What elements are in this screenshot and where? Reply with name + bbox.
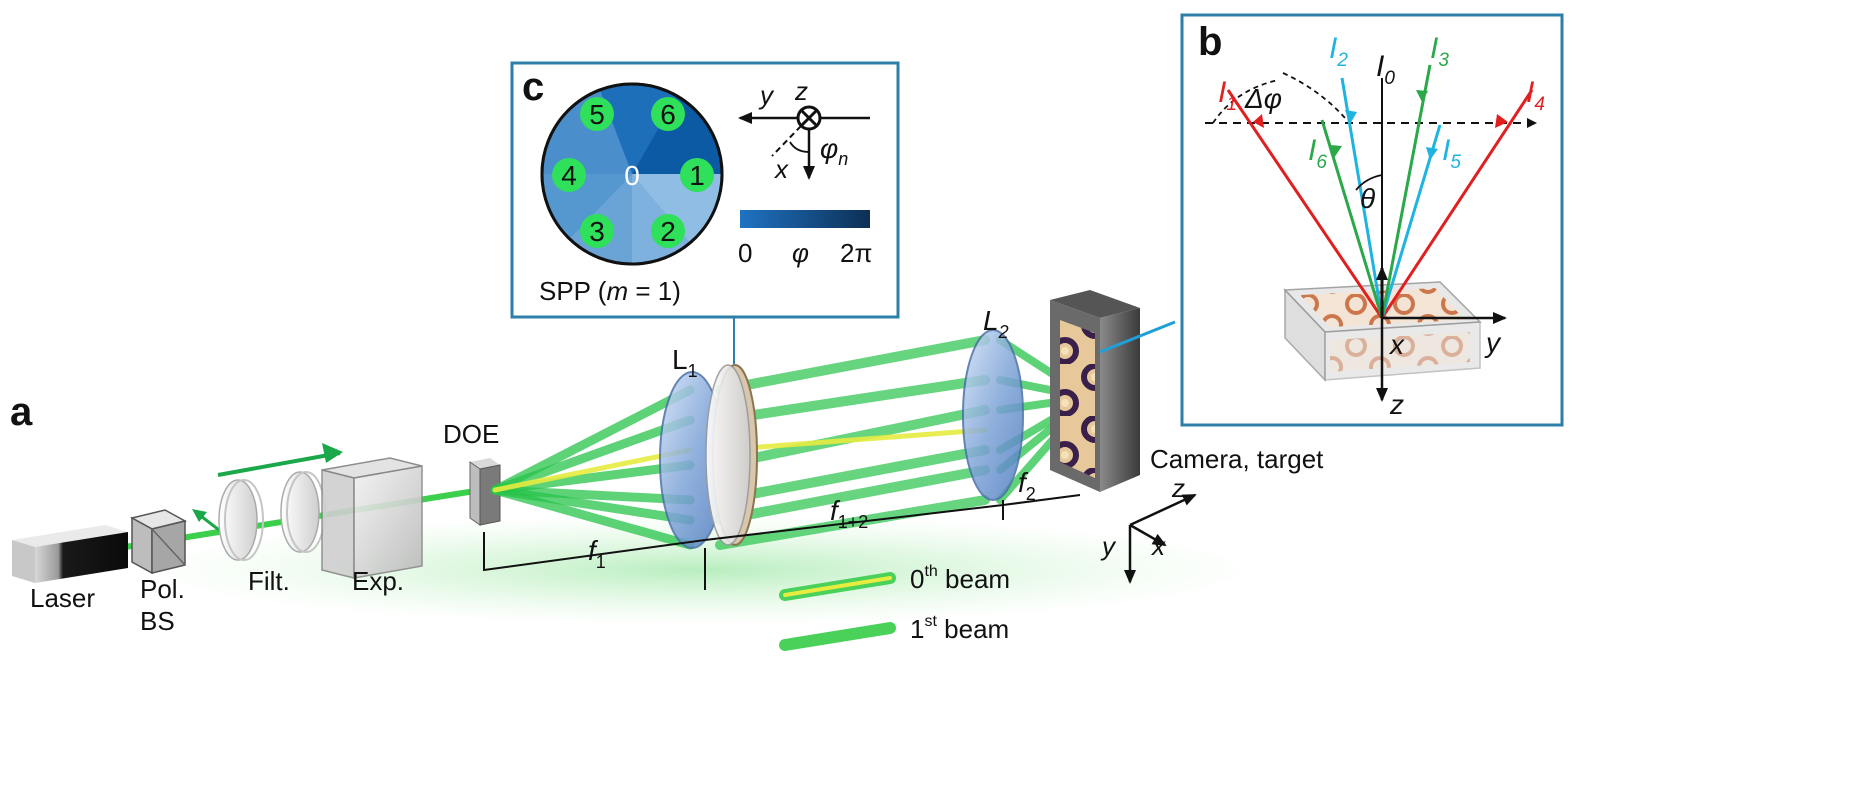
- spp-mask-disk: [705, 318, 758, 546]
- l1-label: L1: [672, 344, 698, 381]
- segment-0: 0: [624, 160, 640, 191]
- bs-label: BS: [140, 606, 175, 636]
- phase-colorbar: [740, 210, 870, 228]
- l2-label: L2: [983, 305, 1009, 342]
- camera-axis-z: z: [1171, 473, 1185, 503]
- panel-c: c 5 6 4 0 1 3 2 SPP (m = 1): [510, 61, 900, 319]
- theta-label: θ: [1360, 183, 1375, 214]
- segment-6: 6: [660, 99, 676, 130]
- camera-axes: [1124, 493, 1197, 584]
- axis-y-b: y: [1484, 327, 1502, 358]
- lens-l2: [962, 329, 1024, 520]
- pol-label: Pol.: [140, 574, 185, 604]
- panel-b: b I1 I2 I0 I3: [1180, 13, 1564, 427]
- distance-lines: [483, 494, 1081, 572]
- camera-label: Camera, target: [1150, 444, 1324, 474]
- segment-3: 3: [589, 216, 605, 247]
- camera-target: [1050, 290, 1176, 492]
- f12-label: f1+2: [830, 495, 868, 532]
- spp-mask-label: SPP (m = 1): [539, 276, 681, 306]
- f2-label: f2: [1018, 467, 1036, 504]
- filt-label: Filt.: [248, 566, 290, 596]
- doe-element: [469, 458, 501, 526]
- beam-label-i5: I5: [1442, 134, 1461, 173]
- doe-label: DOE: [443, 419, 499, 449]
- beam-label-i0: I0: [1376, 50, 1395, 89]
- legend-0th-beam: 0th beam: [910, 563, 1010, 594]
- propagation-arrow: [217, 443, 343, 477]
- exp-label: Exp.: [352, 566, 404, 596]
- axis-z-c: z: [794, 76, 808, 106]
- laser-label: Laser: [30, 583, 95, 613]
- f1-label: f1: [588, 535, 606, 572]
- segment-4: 4: [561, 160, 577, 191]
- colorbar-max: 2π: [840, 238, 872, 268]
- spp-segment-dots: [552, 97, 714, 248]
- segment-5: 5: [589, 99, 605, 130]
- beam-label-i1: I1: [1218, 76, 1237, 115]
- legend-beams: [779, 572, 896, 651]
- segment-1: 1: [689, 160, 705, 191]
- beam-label-i6: I6: [1308, 134, 1327, 173]
- camera-axis-x: x: [1150, 531, 1166, 561]
- axis-x-c: x: [773, 154, 789, 184]
- beam-expander: [321, 457, 423, 579]
- legend-1st-beam: 1st beam: [910, 613, 1009, 644]
- segment-2: 2: [660, 216, 676, 247]
- beam-label-i3: I3: [1430, 32, 1449, 71]
- axis-y-c: y: [758, 80, 775, 110]
- beam-label-i2: I2: [1329, 32, 1348, 71]
- panel-c-label: c: [522, 65, 544, 109]
- polarizing-beam-splitter: [129, 509, 188, 575]
- beam-label-i4: I4: [1526, 76, 1545, 115]
- colorbar-mid: φ: [792, 238, 809, 268]
- axis-z-b: z: [1389, 389, 1404, 420]
- laser-device: [12, 525, 128, 583]
- colorbar-min: 0: [738, 238, 752, 268]
- camera-axis-y: y: [1100, 531, 1117, 561]
- panel-a-label: a: [10, 390, 33, 434]
- axis-x-b: x: [1388, 329, 1405, 360]
- diffracted-beams: [490, 335, 1089, 550]
- panel-b-label: b: [1198, 20, 1222, 64]
- phi-n-label: φn: [820, 133, 848, 169]
- delta-phi-label: Δφ: [1244, 83, 1282, 114]
